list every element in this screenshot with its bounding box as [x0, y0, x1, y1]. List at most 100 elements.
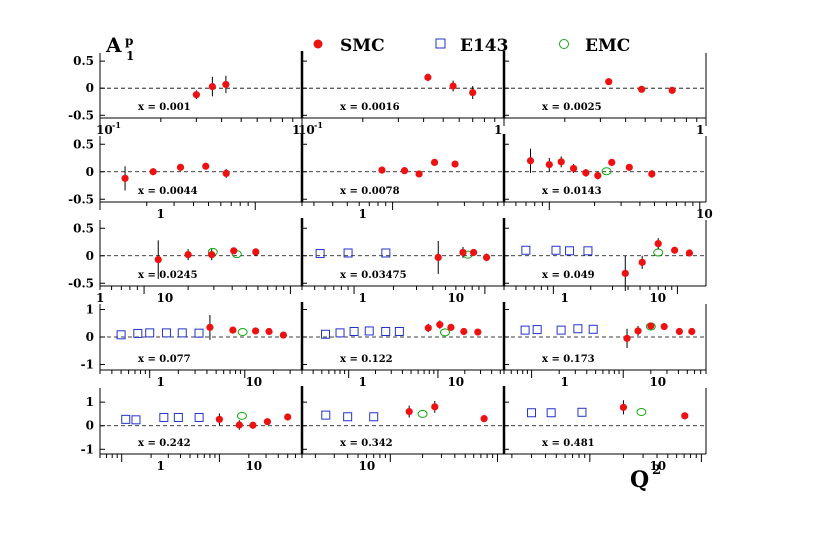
y-tick-label: 0	[86, 165, 94, 179]
y-tick-label: 1	[86, 395, 94, 409]
x-bin-label: x = 0.0044	[138, 186, 198, 197]
e143-point	[394, 327, 404, 336]
e143-point	[116, 330, 126, 340]
smc-point	[671, 246, 679, 254]
x-tick-label: 10	[696, 207, 713, 221]
y-axis-title-main: A	[105, 33, 122, 57]
emc-point	[653, 248, 664, 257]
emc-point	[417, 409, 428, 418]
x-bin-label: x = 0.0025	[542, 102, 602, 113]
smc-point	[378, 166, 386, 174]
x-tick-label: 10	[298, 123, 315, 137]
smc-point	[482, 253, 491, 261]
x-tick-label: 1	[561, 375, 569, 389]
panel: 0.50-0.5x = 0.0245	[68, 220, 302, 294]
smc-point	[526, 157, 535, 165]
smc-point	[121, 174, 129, 182]
panel: x = 0.481	[503, 388, 707, 462]
x-tick-label-exponent: -1	[314, 120, 323, 130]
legend-e143-label: E143	[460, 36, 508, 56]
panel: x = 0.0078	[301, 136, 504, 210]
smc-point	[582, 169, 590, 177]
smc-point	[415, 170, 423, 178]
smc-point	[424, 324, 432, 332]
e143-point	[161, 328, 171, 338]
y-tick-label: -1	[81, 442, 94, 456]
e143-point	[556, 325, 566, 335]
e143-point	[532, 325, 542, 335]
smc-point	[557, 158, 565, 166]
x-tick-label: 10	[447, 291, 464, 305]
e143-point	[527, 408, 537, 418]
x-axis-title-main: Q	[630, 467, 649, 493]
smc-point	[685, 249, 694, 257]
emc-point	[636, 408, 647, 417]
smc-point	[252, 248, 260, 256]
x-bin-label: x = 0.03475	[340, 270, 407, 281]
smc-point	[424, 73, 432, 81]
emc-point	[439, 328, 450, 337]
smc-point	[222, 80, 230, 89]
x-bin-label: x = 0.0245	[138, 270, 198, 281]
smc-point	[192, 91, 200, 99]
x-bin-label: x = 0.0016	[340, 102, 400, 113]
x-bin-label: x = 0.481	[542, 438, 595, 449]
smc-point	[184, 251, 192, 259]
emc-point	[236, 411, 247, 420]
panel: x = 0.0016	[301, 53, 505, 126]
smc-point	[405, 407, 413, 416]
smc-point	[431, 403, 439, 411]
x-tick-label: 10	[649, 375, 666, 389]
e143-point	[369, 412, 379, 422]
smc-point	[619, 403, 628, 411]
e143-point	[565, 246, 575, 256]
legend-emc-label: EMC	[585, 36, 630, 56]
smc-point	[688, 327, 696, 336]
e143-point	[343, 412, 353, 422]
y-tick-label: -0.5	[68, 192, 94, 206]
x-axis-title: Q 2	[630, 463, 661, 493]
y-axis-title: A p 1	[105, 33, 134, 63]
e143-point	[335, 328, 345, 338]
x-bin-label: x = 0.077	[138, 354, 191, 365]
smc-point	[434, 253, 442, 261]
e143-point	[577, 407, 587, 417]
x-bin-label: x = 0.122	[340, 354, 393, 365]
e143-point	[521, 245, 531, 255]
e143-point	[551, 245, 561, 255]
x-tick-label: 1	[359, 291, 367, 305]
smc-point	[230, 247, 238, 255]
x-tick-label-exponent: -1	[112, 120, 121, 130]
panel: 0.50-0.5x = 0.0044	[68, 136, 303, 210]
emc-point	[601, 167, 612, 176]
smc-point	[625, 163, 633, 171]
smc-point	[202, 162, 210, 170]
smc-point	[229, 326, 237, 334]
smc-point	[460, 327, 468, 336]
e143-point	[173, 412, 183, 422]
smc-point	[284, 413, 292, 421]
smc-point	[470, 248, 478, 257]
smc-point	[545, 161, 553, 169]
e143-point	[194, 412, 204, 422]
smc-point	[634, 327, 642, 335]
e143-point	[349, 327, 359, 336]
y-tick-label: 0.5	[73, 54, 94, 68]
x-tick-label: 1	[494, 123, 502, 137]
panel: 0.50-0.5x = 0.001	[68, 53, 303, 126]
smc-point	[208, 251, 216, 259]
e143-point	[381, 248, 391, 258]
panel: x = 0.0143	[503, 136, 707, 210]
x-bin-label: x = 0.173	[542, 354, 595, 365]
smc-point	[621, 269, 629, 277]
e143-point	[588, 324, 598, 334]
e143-point	[520, 325, 530, 335]
e143-point	[177, 328, 187, 338]
x-tick-label: 1	[359, 375, 367, 389]
panel: x = 0.0025	[503, 53, 707, 126]
panel: x = 0.342	[301, 388, 504, 462]
x-tick-label: 1	[561, 291, 569, 305]
y-tick-label: 0	[86, 81, 94, 95]
smc-point	[249, 421, 257, 429]
e143-point	[131, 415, 141, 425]
